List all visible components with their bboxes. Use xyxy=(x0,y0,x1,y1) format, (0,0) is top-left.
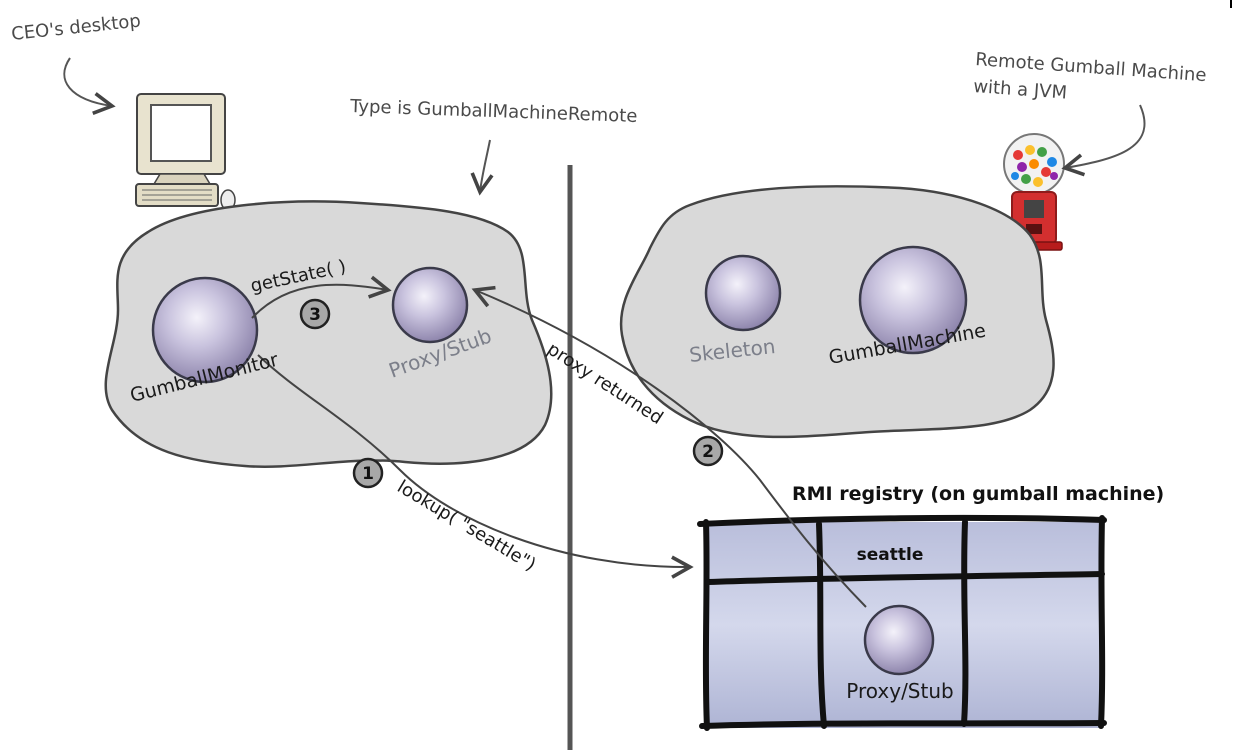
step-1-number: 1 xyxy=(362,464,374,484)
step-3-number: 3 xyxy=(309,305,321,325)
type-pointer-arrow xyxy=(480,140,490,192)
step-badge-2: 2 xyxy=(694,437,722,465)
client-proxy-object xyxy=(393,268,467,342)
step-badge-1: 1 xyxy=(354,459,382,487)
step-2-number: 2 xyxy=(702,442,714,462)
registry-proxy-object xyxy=(865,606,933,674)
registry-title: RMI registry (on gumball machine) xyxy=(792,483,1164,505)
type-note: Type is GumballMachineRemote xyxy=(349,96,638,127)
remote-note-line2: with a JVM xyxy=(973,76,1068,103)
step-badge-3: 3 xyxy=(301,300,329,328)
registry-entry-object: Proxy/Stub xyxy=(846,679,953,703)
ceo-desktop-note: CEO's desktop xyxy=(10,11,141,45)
remote-pointer-arrow xyxy=(1065,105,1145,168)
ceo-pointer-arrow xyxy=(64,58,112,106)
registry-entry-name: seattle xyxy=(857,545,924,565)
computer-icon xyxy=(136,94,235,210)
server-heap xyxy=(621,186,1054,437)
skeleton-object xyxy=(706,256,780,330)
lookup-label: lookup( "seattle") xyxy=(393,476,539,575)
